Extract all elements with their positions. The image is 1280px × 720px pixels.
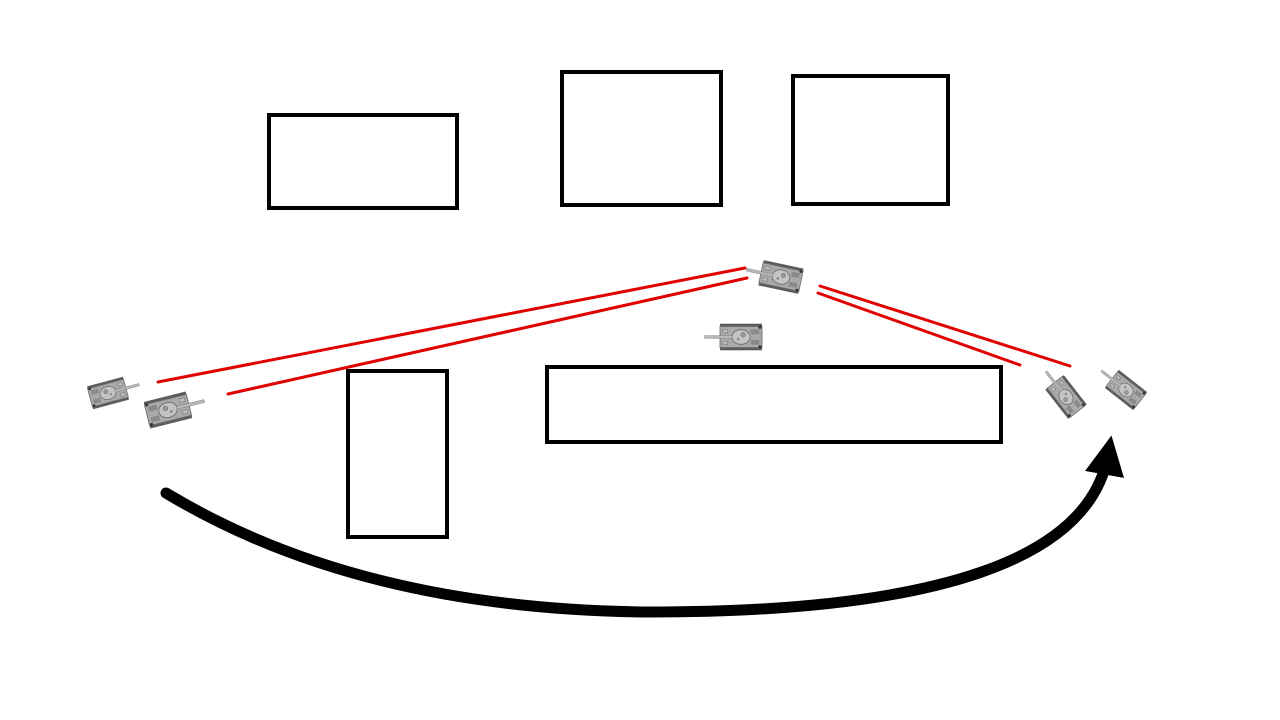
tank-left-1: [86, 372, 143, 410]
building-top-right: [791, 74, 950, 206]
building-bottom-left: [346, 369, 449, 539]
sightlines: [156, 266, 1072, 396]
building-top-center: [560, 70, 723, 207]
tank-center-mid: [704, 323, 763, 351]
sightline-right-1: [818, 284, 1072, 368]
sightline-right-2: [816, 291, 1022, 367]
building-top-left: [267, 113, 459, 210]
tank-left-2: [143, 387, 209, 429]
building-long-wall: [545, 365, 1003, 444]
sightline-left-1: [156, 266, 747, 384]
flank-arrow: [160, 435, 1124, 618]
tanks: [86, 256, 1148, 429]
tank-center-top: [743, 256, 805, 295]
tank-right-2: [1094, 361, 1148, 411]
tank-right-1: [1036, 363, 1088, 420]
obstacles: [267, 70, 1003, 539]
sightline-left-2: [226, 276, 749, 396]
